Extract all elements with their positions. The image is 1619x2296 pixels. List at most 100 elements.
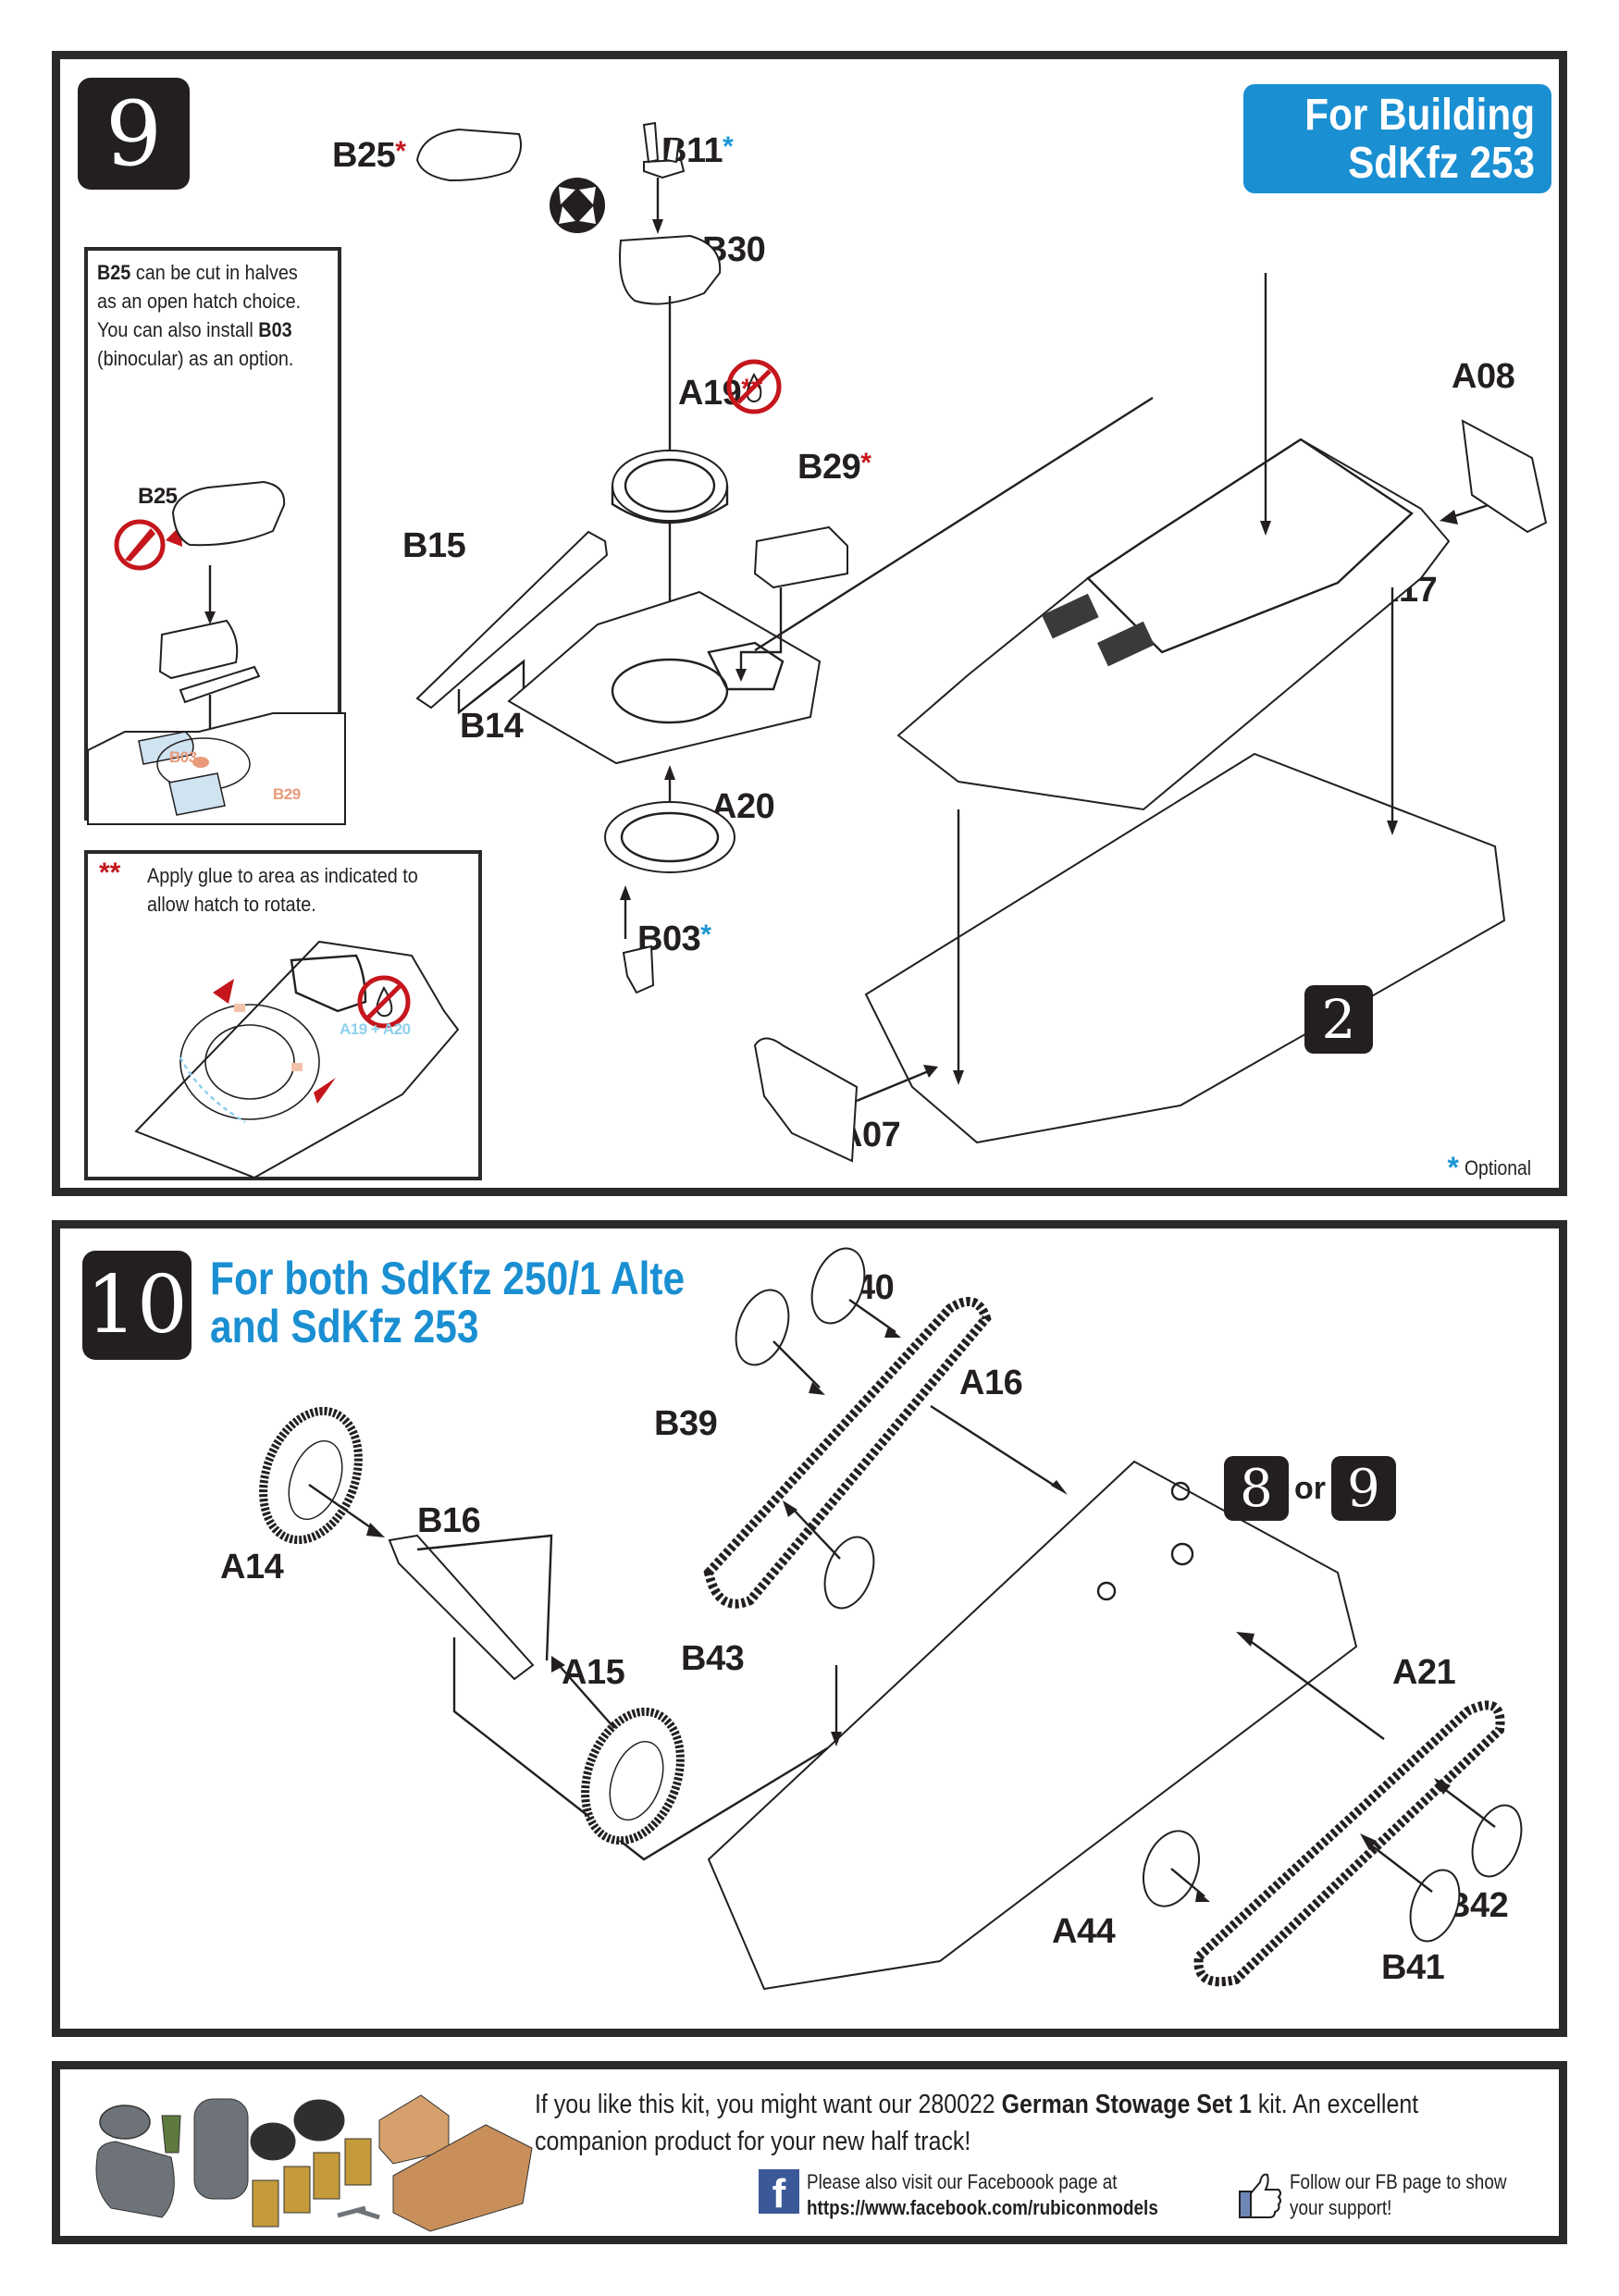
hatch-cut-diagram: [87, 480, 346, 825]
glue-note-line1: Apply glue to area as indicated to: [147, 864, 418, 887]
part-label-b14: B14: [460, 707, 524, 746]
step-10-title-line1: For both SdKfz 250/1 Alte: [210, 1253, 686, 1304]
hatch-half-1: [158, 619, 239, 680]
part-label-b16: B16: [417, 1501, 481, 1540]
b15-part: [415, 530, 609, 710]
reference-step-number: 2: [1321, 988, 1356, 1051]
stowage-set-image: [95, 2094, 533, 2232]
wrenches: [337, 2205, 380, 2220]
b39-wheel: [735, 1289, 790, 1366]
step-number-badge: 9: [78, 78, 190, 190]
b25-part: [415, 128, 522, 182]
barrel-lying: [95, 2141, 175, 2218]
reference-steps: 8 or 9: [1224, 1456, 1396, 1521]
hatch-half-2: [179, 665, 261, 704]
b29-part: [753, 525, 848, 589]
glue-note-box: ** Apply glue to area as indicated to al…: [84, 850, 482, 1180]
model-badge: For Building SdKfz 253 Only: [1243, 84, 1551, 236]
part-label-a44: A44: [1052, 1912, 1116, 1951]
jerrycan-2: [283, 2166, 311, 2214]
a14-wheel: [259, 1406, 363, 1545]
jerrycan-1: [252, 2179, 279, 2228]
wooden-crate: [392, 2124, 533, 2232]
spare-wheel-2: [293, 2099, 345, 2142]
part-label-b25: B25*: [332, 136, 406, 175]
jerrycan-3: [313, 2152, 340, 2200]
reference-step-8: 8: [1240, 1458, 1273, 1519]
hatch-diagram-label-b25: B25: [138, 484, 178, 509]
b25-hatch-part: [171, 480, 286, 547]
part-label-b15: B15: [402, 526, 466, 565]
spare-wheel-1: [250, 2122, 296, 2161]
part-label-a14: A14: [220, 1548, 284, 1586]
optional-legend-symbol: *: [1447, 1151, 1459, 1184]
hatch-diagram-label-b29: B29: [273, 785, 301, 803]
step-number-badge: 10: [82, 1251, 192, 1360]
promo-post: kit. An excellent: [1251, 2090, 1419, 2119]
reference-step-9: 9: [1347, 1458, 1380, 1519]
b03-part: [622, 944, 655, 994]
part-label-a16: A16: [959, 1364, 1023, 1402]
part-label-a15: A15: [562, 1653, 625, 1692]
no-glue-icon: [357, 975, 411, 1029]
no-cut-icon: [114, 519, 166, 571]
facebook-block: f Please also visit our Faceboook page a…: [759, 2169, 1216, 2221]
facebook-icon: f: [759, 2169, 799, 2214]
a21-track: [1193, 1700, 1505, 1987]
footer-panel: If you like this kit, you might want our…: [52, 2061, 1567, 2244]
a17-superstructure: [896, 438, 1451, 811]
step-number: 10: [86, 1259, 188, 1352]
step-10-panel: 10 For both SdKfz 250/1 Alte and SdKfz 2…: [52, 1220, 1567, 2037]
reference-or-text: or: [1294, 1470, 1326, 1506]
step-10-title-line2: and SdKfz 253: [210, 1301, 479, 1352]
a08-part: [1461, 419, 1548, 534]
promo-pre: If you like this kit, you might want our…: [535, 2090, 1002, 2119]
rotation-arrow: [179, 1056, 246, 1124]
b14-part: [507, 590, 822, 765]
hatch-diagram-label-b03: B03: [169, 748, 197, 766]
glue-area-diagram: [134, 940, 460, 1179]
b41-wheel: [1409, 1869, 1461, 1943]
model-badge-line1: For Building: [1304, 91, 1535, 140]
optional-legend: * Optional: [1447, 1151, 1540, 1185]
hatch-note-text: B25 can be cut in halves as an open hatc…: [97, 258, 301, 373]
glue-diagram-label: A19 + A20: [340, 1020, 411, 1038]
reference-step-8-badge: 8: [1224, 1456, 1289, 1521]
barrel-standing: [193, 2098, 249, 2200]
b16-axle: [388, 1534, 535, 1681]
rotate-marker-left: [213, 979, 234, 1004]
hatch-note-b03: B03: [258, 318, 292, 341]
glue-note-stars: **: [99, 858, 121, 888]
hatch-note-line3: You can also install: [97, 318, 259, 341]
step-10-assembly-drawing: [259, 1247, 1523, 1991]
part-label-a21: A21: [1392, 1653, 1456, 1692]
promo-line2: companion product for your new half trac…: [535, 2127, 971, 2156]
part-label-b41: B41: [1381, 1948, 1445, 1987]
chassis-part: [707, 1460, 1358, 1991]
b40-wheel: [810, 1247, 866, 1325]
follow-line1: Follow our FB page to show: [1290, 2170, 1507, 2193]
glue-point-2: [291, 1063, 303, 1071]
rotate-marker-right: [314, 1078, 336, 1104]
glue-note-line2: allow hatch to rotate.: [147, 893, 316, 916]
model-badge-line2: SdKfz 253 Only: [1348, 139, 1535, 236]
a16-track: [703, 1297, 992, 1609]
follow-block: Follow our FB page to show your support!: [1238, 2169, 1542, 2221]
step-number: 9: [105, 81, 163, 186]
hatch-note-line2: as an open hatch choice.: [97, 290, 302, 313]
promo-text: If you like this kit, you might want our…: [535, 2086, 1418, 2160]
facebook-url-link[interactable]: https://www.facebook.com/rubiconmodels: [807, 2196, 1158, 2219]
b42-wheel: [1471, 1804, 1523, 1878]
barrel-lid: [99, 2105, 151, 2140]
a07-part: [753, 1037, 859, 1163]
part-label-b29: B29*: [797, 448, 871, 487]
step-9-assembly-drawing: [415, 121, 1548, 1163]
hatch-note-line1: can be cut in halves: [130, 261, 298, 284]
step-10-title: For both SdKfz 250/1 Alte and SdKfz 253: [210, 1254, 685, 1351]
promo-product: German Stowage Set 1: [1001, 2090, 1252, 2119]
thumbs-up-icon: [1239, 2173, 1281, 2218]
reference-step-badge: 2: [1304, 985, 1373, 1054]
no-glue-icon: [726, 359, 782, 414]
a15-wheel: [581, 1707, 685, 1845]
step-9-panel: 9 For Building SdKfz 253 Only B25 can be…: [52, 51, 1567, 1196]
